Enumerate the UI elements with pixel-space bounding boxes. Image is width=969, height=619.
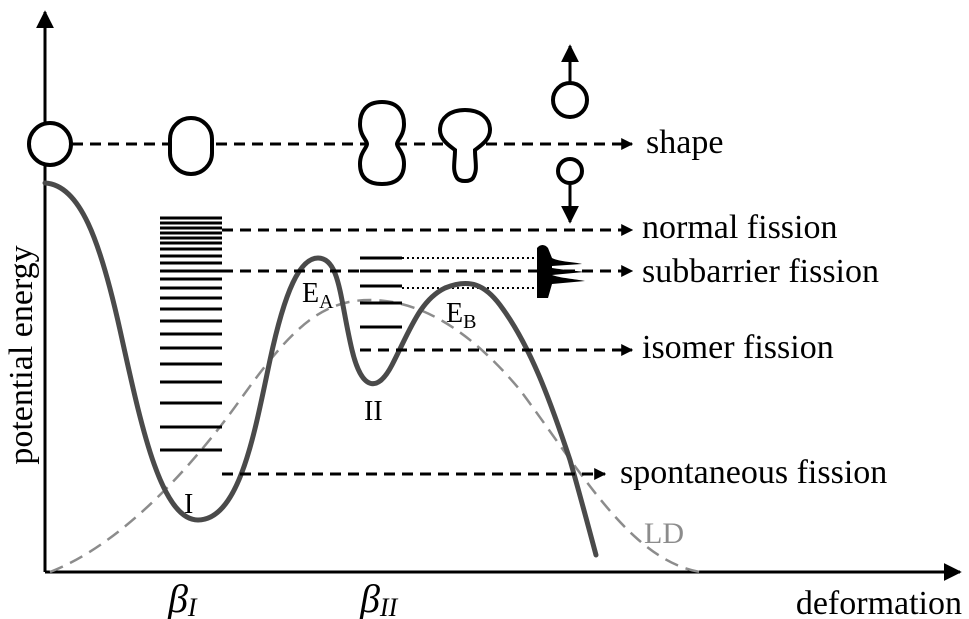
beta-ii-label: βII bbox=[359, 576, 399, 619]
normal-fission-label: normal fission bbox=[642, 209, 837, 246]
barrier-a-sub: A bbox=[319, 291, 334, 313]
subbarrier-fission-label: subbarrier fission bbox=[642, 253, 879, 290]
beta-ii-sub: II bbox=[379, 593, 399, 619]
isomer-fission-label: isomer fission bbox=[642, 329, 834, 366]
tunneling-lines bbox=[402, 257, 540, 289]
prolate-shape-icon bbox=[168, 116, 214, 176]
barrier-b-label: EB bbox=[446, 298, 476, 333]
sphere-shape-icon bbox=[27, 121, 73, 167]
beta-i-symbol: β bbox=[167, 576, 188, 619]
barrier-a-letter: E bbox=[302, 278, 319, 309]
beta-i-label: βI bbox=[167, 576, 198, 619]
beta-i-sub: I bbox=[187, 593, 198, 619]
barrier-b-letter: E bbox=[446, 298, 463, 329]
x-axis-label: deformation bbox=[796, 585, 962, 619]
well-i-label: I bbox=[184, 489, 193, 520]
shape-label: shape bbox=[646, 124, 723, 161]
ld-curve bbox=[49, 298, 701, 574]
heavy-fragment-icon bbox=[551, 81, 589, 119]
barrier-b-sub: B bbox=[463, 311, 476, 333]
scission-shape-icon bbox=[437, 107, 493, 183]
barrier-a-label: EA bbox=[302, 278, 334, 313]
necked-shape-icon bbox=[357, 99, 407, 187]
spontaneous-fission-label: spontaneous fission bbox=[620, 454, 887, 491]
first-well-levels bbox=[160, 216, 222, 452]
potential-curve bbox=[42, 180, 599, 558]
y-axis-label: potential energy bbox=[3, 245, 40, 464]
beta-ii-symbol: β bbox=[359, 576, 380, 619]
second-well-levels bbox=[360, 256, 402, 329]
well-ii-label: II bbox=[364, 396, 383, 427]
ld-label: LD bbox=[644, 517, 684, 550]
light-fragment-icon bbox=[556, 157, 584, 185]
resonance-peak bbox=[537, 245, 585, 298]
